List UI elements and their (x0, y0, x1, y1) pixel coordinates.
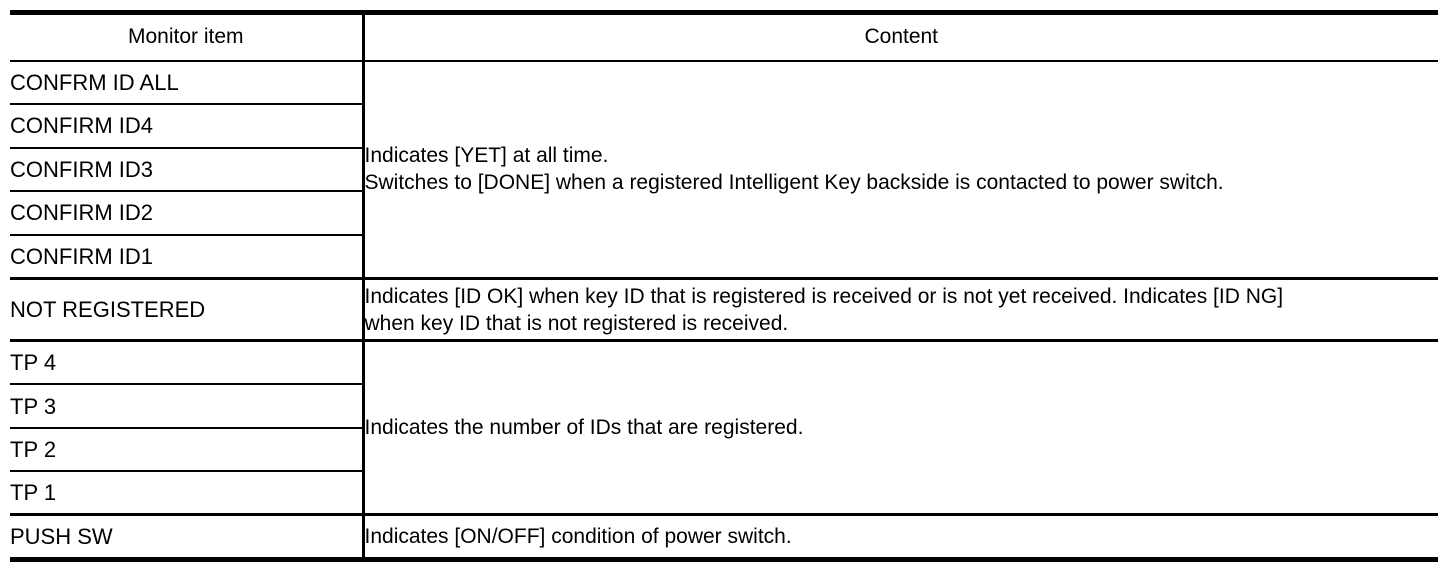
table-row: CONFIRM ID1 (10, 234, 1438, 280)
content-tp-group: Indicates the number of IDs that are reg… (363, 340, 1438, 517)
monitor-item-tp-3: TP 3 (10, 384, 365, 429)
table-row: TP 3 (10, 384, 1438, 429)
monitor-item-tp-1: TP 1 (10, 471, 365, 517)
content-line: Switches to [DONE] when a registered Int… (364, 171, 1224, 195)
monitor-item-confirm-id4: CONFIRM ID4 (10, 104, 365, 149)
table-row: TP 1 (10, 471, 1438, 517)
monitor-item-push-sw: PUSH SW (10, 514, 365, 562)
header-content: Content (363, 9, 1438, 62)
content-line: Indicates [ON/OFF] condition of power sw… (364, 525, 792, 549)
monitor-item-tp-4: TP 4 (10, 340, 365, 386)
table-header-row: Monitor item Content (10, 9, 1438, 62)
table-row: TP 4 Indicates the number of IDs that ar… (10, 340, 1438, 517)
header-monitor-item: Monitor item (10, 9, 365, 62)
content-line: Indicates [ID OK] when key ID that is re… (364, 284, 1284, 308)
content-push-sw: Indicates [ON/OFF] condition of power sw… (363, 514, 1438, 562)
table-row: CONFIRM ID4 (10, 104, 1438, 149)
monitor-item-table: Monitor item Content CONFRM ID ALL Indic… (10, 9, 1438, 562)
table-row: PUSH SW Indicates [ON/OFF] condition of … (10, 514, 1438, 562)
monitor-item-tp-2: TP 2 (10, 427, 365, 473)
content-line: when key ID that is not registered is re… (364, 311, 789, 335)
table-row: TP 2 (10, 427, 1438, 473)
table-row: CONFIRM ID3 (10, 147, 1438, 193)
content-confirm-id-group: Indicates [YET] at all time. Switches to… (363, 60, 1438, 280)
monitor-item-table-wrapper: Monitor item Content CONFRM ID ALL Indic… (10, 9, 1438, 562)
monitor-item-not-registered: NOT REGISTERED (10, 278, 365, 343)
content-line: Indicates [YET] at all time. (364, 144, 609, 168)
monitor-item-confirm-id1: CONFIRM ID1 (10, 234, 365, 280)
table-row: CONFRM ID ALL Indicates [YET] at all tim… (10, 60, 1438, 280)
table-row: CONFIRM ID2 (10, 191, 1438, 236)
table-row: NOT REGISTERED Indicates [ID OK] when ke… (10, 278, 1438, 343)
monitor-item-confrm-id-all: CONFRM ID ALL (10, 60, 365, 106)
content-not-registered: Indicates [ID OK] when key ID that is re… (363, 278, 1438, 343)
content-line: Indicates the number of IDs that are reg… (364, 416, 804, 440)
monitor-item-confirm-id2: CONFIRM ID2 (10, 191, 365, 236)
monitor-item-confirm-id3: CONFIRM ID3 (10, 147, 365, 193)
